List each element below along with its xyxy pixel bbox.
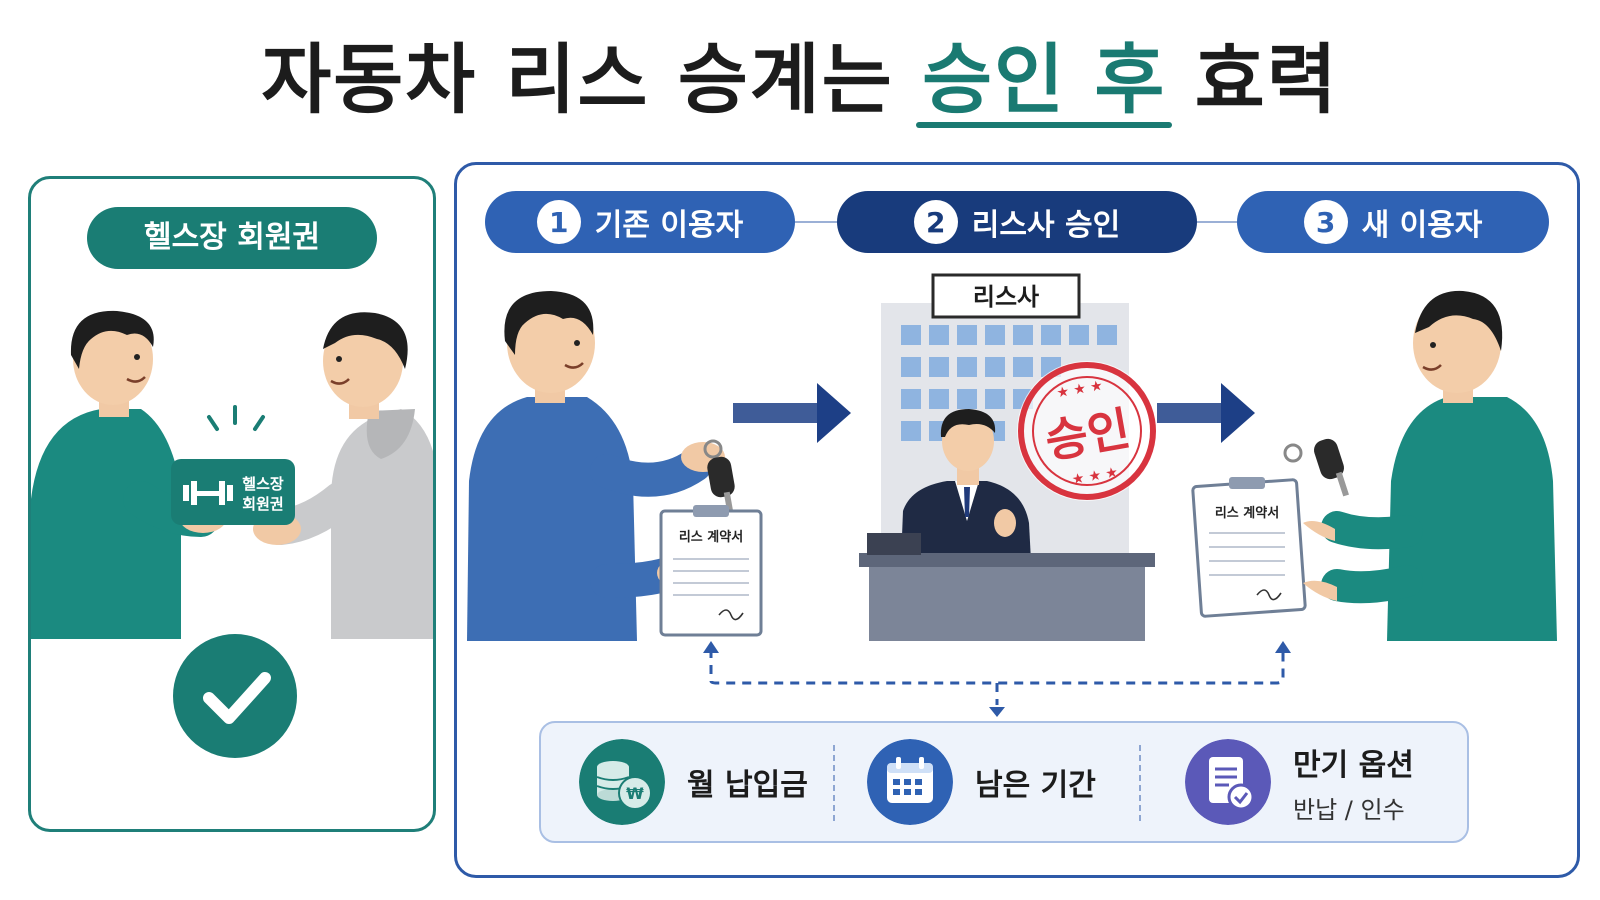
arrow-up-icon xyxy=(703,641,719,653)
gym-membership-pill: 헬스장 회원권 xyxy=(87,207,377,269)
arrow-right-icon xyxy=(733,383,851,443)
car-key-icon xyxy=(1283,438,1349,497)
arrow-right-icon xyxy=(1157,383,1255,443)
info-divider xyxy=(833,745,835,821)
arrow-down-icon xyxy=(989,707,1005,717)
lease-contract-right: 리스 계약서 xyxy=(1191,477,1307,618)
step-label: 새 이용자 xyxy=(1361,208,1483,243)
info-label: 만기 옵션 xyxy=(1293,747,1414,783)
step-connector xyxy=(795,221,837,223)
step-existing-user: 1 기존 이용자 xyxy=(485,191,795,253)
lease-transfer-panel: 1 기존 이용자 2 리스사 승인 3 새 이용자 xyxy=(454,162,1580,878)
info-maturity-option: 만기 옵션 반납 / 인수 xyxy=(1185,723,1414,841)
step-label: 리스사 승인 xyxy=(971,208,1121,243)
step-label: 기존 이용자 xyxy=(594,208,744,243)
sparkle-icon xyxy=(207,405,265,431)
contract-title: 리스 계약서 xyxy=(679,529,743,545)
building-sign: 리스사 xyxy=(973,283,1039,311)
step-connector xyxy=(1197,221,1237,223)
step-number: 3 xyxy=(1303,200,1348,244)
arrow-up-icon xyxy=(1275,641,1291,653)
svg-text:★ ★ ★: ★ ★ ★ xyxy=(1055,378,1104,402)
title-part1: 자동차 리스 승계는 xyxy=(261,35,923,124)
svg-text:★ ★ ★: ★ ★ ★ xyxy=(1071,464,1120,488)
checkmark-icon xyxy=(173,634,297,758)
lease-flow-illustration: 리스 계약서 리스사 xyxy=(467,273,1557,717)
lessor-agent-person-icon xyxy=(901,409,1031,561)
gym-membership-panel: 헬스장 회원권 xyxy=(28,176,436,832)
step-number: 2 xyxy=(913,200,958,244)
step-new-user: 3 새 이용자 xyxy=(1237,191,1549,253)
contract-title: 리스 계약서 xyxy=(1215,505,1279,521)
info-remaining-period: 남은 기간 xyxy=(867,723,1096,841)
info-monthly-payment: ₩ 월 납입금 xyxy=(579,723,808,841)
lease-contract-left: 리스 계약서 xyxy=(659,505,763,637)
card-line-2: 회원권 xyxy=(242,495,283,513)
info-label: 월 납입금 xyxy=(687,768,808,803)
info-sub: 반납 / 인수 xyxy=(1293,795,1405,824)
contract-flow-lines xyxy=(709,649,1285,705)
approval-stamp: 승인 ★ ★ ★ ★ ★ ★ xyxy=(1017,361,1157,501)
receiver-person-icon xyxy=(253,312,433,639)
lease-terms-box: ₩ 월 납입금 남은 기간 xyxy=(539,721,1469,843)
title-highlight: 승인 후 xyxy=(922,35,1167,124)
info-label: 남은 기간 xyxy=(975,768,1096,803)
svg-text:₩: ₩ xyxy=(626,784,644,803)
step-number: 1 xyxy=(536,200,581,244)
document-check-icon xyxy=(1185,739,1271,825)
calendar-icon xyxy=(867,739,953,825)
coins-icon: ₩ xyxy=(579,739,665,825)
card-line-1: 헬스장 xyxy=(242,475,284,493)
title-underline xyxy=(916,122,1173,128)
new-user-person-icon xyxy=(1303,290,1557,641)
info-divider xyxy=(1139,745,1141,821)
title-part2: 효력 xyxy=(1166,35,1339,124)
membership-card: 헬스장 회원권 xyxy=(171,459,295,525)
page-title: 자동차 리스 승계는 승인 후 효력 xyxy=(0,30,1600,140)
reception-desk xyxy=(859,533,1155,641)
gym-transfer-illustration: 헬스장 회원권 xyxy=(31,310,433,639)
step-lessor-approval: 2 리스사 승인 xyxy=(837,191,1197,253)
